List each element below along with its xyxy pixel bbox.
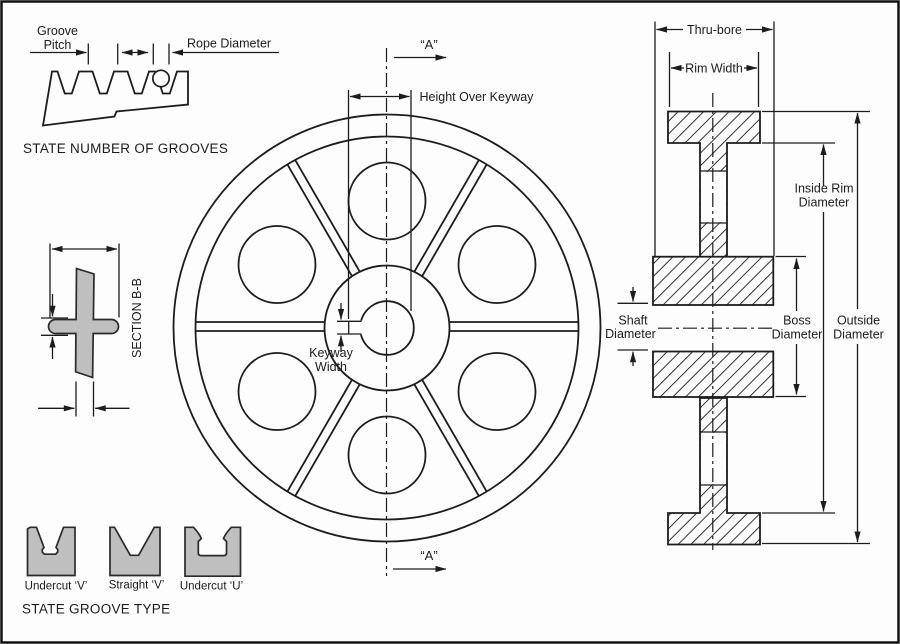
section-a-label-top: “A”	[420, 37, 437, 52]
lightening-hole	[457, 225, 537, 304]
groove-type-straight-v-shape	[109, 526, 161, 577]
section-bb-thickness-dimension	[41, 294, 68, 359]
hub-circle	[323, 264, 451, 392]
groove-pitch-label-line1: Groove	[37, 24, 78, 38]
spoke-section-bb: SECTION B-B	[38, 243, 144, 417]
boss-diameter-label-line1: Boss	[783, 314, 811, 328]
lightening-hole	[457, 352, 537, 431]
height-over-keyway-label: Height Over Keyway	[420, 90, 535, 104]
spoke-cross-section-shape	[47, 267, 120, 379]
shaft-diameter-label-line2: Diameter	[605, 327, 656, 341]
groove-type-detail: Undercut ‘V’ Straight ‘V’ Undercut ‘U’ S…	[22, 526, 243, 617]
outside-diameter-dimension	[762, 110, 870, 545]
inside-rim-diameter-dimension	[762, 142, 835, 514]
spokes	[196, 159, 579, 497]
shaft-diameter-label-line1: Shaft	[618, 314, 648, 328]
section-a-marker-top: “A”	[394, 37, 447, 61]
lightening-hole	[237, 352, 317, 431]
rim-width-dimension	[668, 52, 760, 107]
keyway	[337, 320, 363, 335]
keyway-width-label-line1: Keyway	[309, 346, 354, 360]
groove-pitch-dimension	[30, 43, 149, 65]
boss-diameter-label-line2: Diameter	[772, 328, 823, 342]
rope-circle	[151, 69, 171, 88]
groove-type-label-undercut-v: Undercut ‘V’	[25, 581, 88, 593]
bottom-web-window	[701, 432, 726, 485]
groove-pitch-detail: Groove Pitch Rope Diameter STATE NUMBER …	[23, 24, 279, 156]
groove-type-undercut-v-shape	[26, 526, 76, 577]
section-bb-web-dimension	[38, 381, 130, 417]
height-over-keyway-dimension	[347, 90, 412, 319]
top-web-window	[701, 171, 726, 223]
section-a-marker-bottom: “A”	[393, 548, 447, 573]
rim-width-label: Rim Width	[685, 62, 743, 76]
keyway-width-label-line2: Width	[315, 360, 347, 374]
groove-pitch-label-line2: Pitch	[44, 38, 72, 52]
outside-diameter-label-line1: Outside	[837, 314, 880, 328]
inside-rim-diameter-label-line1: Inside Rim	[794, 182, 853, 196]
groove-type-label-straight-v: Straight ‘V’	[109, 580, 165, 592]
lightening-hole	[237, 225, 317, 304]
rope-diameter-dimension	[152, 43, 279, 65]
groove-type-label-undercut-u: Undercut ‘U’	[180, 581, 243, 593]
groove-type-undercut-u-shape	[184, 526, 242, 578]
section-a-label-bottom: “A”	[420, 548, 437, 563]
boss-diameter-dimension	[775, 255, 806, 398]
state-groove-type-caption: STATE GROOVE TYPE	[22, 602, 170, 617]
rope-diameter-label: Rope Diameter	[187, 37, 271, 51]
shaft-diameter-dimension	[617, 287, 648, 366]
state-number-of-grooves-caption: STATE NUMBER OF GROOVES	[23, 141, 228, 156]
section-bb-label: SECTION B-B	[130, 278, 144, 358]
groove-profile-outline	[41, 70, 189, 127]
thru-bore-label: Thru-bore	[687, 23, 742, 37]
sheave-front-view: Keyway Width Height Over Keyway “A” “A”	[172, 37, 602, 576]
sheave-side-section: Thru-bore Rim Width Inside Rim Diameter …	[605, 21, 884, 550]
outside-diameter-label-line2: Diameter	[833, 328, 884, 342]
inside-rim-diameter-label-line2: Diameter	[799, 196, 850, 210]
section-bb-width-dimension	[49, 243, 120, 318]
thru-bore-dimension	[654, 21, 775, 256]
